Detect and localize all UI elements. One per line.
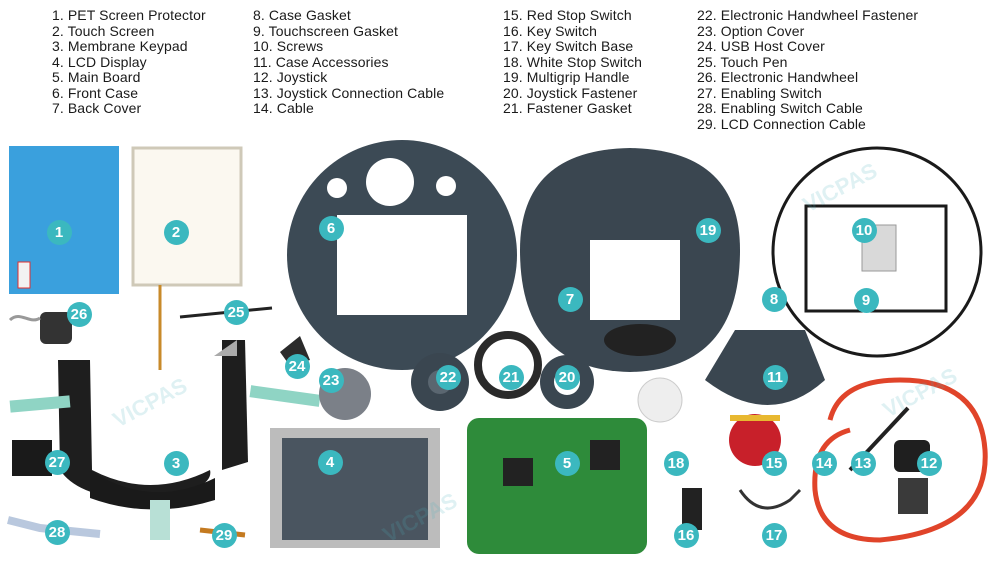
case-gasket <box>771 146 983 358</box>
white-stop-switch <box>637 377 683 423</box>
part-number-badge: 12 <box>916 450 942 476</box>
legend-item: 20. Joystick Fastener <box>503 84 638 101</box>
legend-item: 23. Option Cover <box>697 22 805 39</box>
part-number-badge: 3 <box>163 450 189 476</box>
part-number-badge: 9 <box>853 287 879 313</box>
part-number-badge: 6 <box>318 215 344 241</box>
back-cover <box>520 148 740 372</box>
part-number-badge: 14 <box>811 450 837 476</box>
part-number-badge: 25 <box>223 299 249 325</box>
legend-item: 25. Touch Pen <box>697 53 788 70</box>
legend-item: 4. LCD Display <box>52 53 147 70</box>
part-number-badge: 2 <box>163 219 189 245</box>
legend-item: 16. Key Switch <box>503 22 597 39</box>
case-accessories <box>705 330 825 405</box>
legend-item: 1. PET Screen Protector <box>52 7 206 23</box>
legend-item: 7. Back Cover <box>52 100 142 116</box>
electronic-handwheel <box>8 312 72 344</box>
part-number-badge: 4 <box>317 449 343 475</box>
part-number-badge: 16 <box>673 522 699 548</box>
part-number-badge: 19 <box>695 217 721 243</box>
main-board <box>467 418 647 554</box>
part-number-badge: 21 <box>498 364 524 390</box>
legend-column-3: 15. Red Stop Switch 16. Key Switch 17. K… <box>503 7 643 117</box>
legend-item: 11. Case Accessories <box>253 53 389 70</box>
part-number-badge: 24 <box>284 353 310 379</box>
part-number-badge: 27 <box>44 449 70 475</box>
cable <box>812 377 988 543</box>
part-number-badge: 28 <box>44 519 70 545</box>
part-number-badge: 8 <box>761 286 787 312</box>
legend-item: 21. Fastener Gasket <box>503 100 632 116</box>
part-number-badge: 17 <box>761 522 787 548</box>
part-number-badge: 1 <box>46 219 72 245</box>
part-number-badge: 18 <box>663 450 689 476</box>
legend-item: 15. Red Stop Switch <box>503 7 632 23</box>
fastener-gasket <box>474 331 542 399</box>
part-number-badge: 22 <box>435 364 461 390</box>
legend-item: 13. Joystick Connection Cable <box>253 84 445 101</box>
legend-item: 26. Electronic Handwheel <box>697 69 859 85</box>
legend-item: 3. Membrane Keypad <box>52 38 188 54</box>
legend-item: 2. Touch Screen <box>52 22 155 39</box>
legend-item: 9. Touchscreen Gasket <box>253 22 399 39</box>
legend-item: 18. White Stop Switch <box>503 53 643 70</box>
membrane-keypad <box>9 340 321 540</box>
part-number-badge: 10 <box>851 217 877 243</box>
legend-column-2: 8. Case Gasket 9. Touchscreen Gasket 10.… <box>253 7 445 117</box>
legend-item: 24. USB Host Cover <box>697 38 825 54</box>
legend-item: 28. Enabling Switch Cable <box>697 100 863 116</box>
key-switch <box>682 488 702 530</box>
part-number-badge: 5 <box>554 450 580 476</box>
touchscreen-gasket <box>804 204 948 313</box>
legend-item: 29. LCD Connection Cable <box>697 115 866 132</box>
touch-screen <box>131 146 243 370</box>
front-case <box>287 140 517 370</box>
part-number-badge: 7 <box>557 286 583 312</box>
legend-item: 27. Enabling Switch <box>697 84 822 101</box>
legend-item: 5. Main Board <box>52 69 141 85</box>
part-number-badge: 20 <box>554 364 580 390</box>
part-number-badge: 11 <box>762 364 788 390</box>
key-switch-base <box>738 488 802 510</box>
legend-item: 12. Joystick <box>253 69 328 85</box>
lcd-display <box>270 428 440 548</box>
legend-item: 10. Screws <box>253 38 324 54</box>
legend-item: 22. Electronic Handwheel Fastener <box>697 7 919 23</box>
part-number-badge: 23 <box>318 367 344 393</box>
part-number-badge: 29 <box>211 522 237 548</box>
part-number-badge: 13 <box>850 450 876 476</box>
legend-column-4: 22. Electronic Handwheel Fastener 23. Op… <box>697 7 919 132</box>
legend-item: 6. Front Case <box>52 84 139 101</box>
part-number-badge: 26 <box>66 301 92 327</box>
legend-item: 19. Multigrip Handle <box>503 69 630 85</box>
part-number-badge: 15 <box>761 450 787 476</box>
legend-item: 17. Key Switch Base <box>503 38 634 54</box>
legend-item: 14. Cable <box>253 100 314 116</box>
legend-column-1: 1. PET Screen Protector 2. Touch Screen … <box>52 7 206 117</box>
enabling-switch-cable <box>7 516 101 538</box>
legend-item: 8. Case Gasket <box>253 7 351 23</box>
